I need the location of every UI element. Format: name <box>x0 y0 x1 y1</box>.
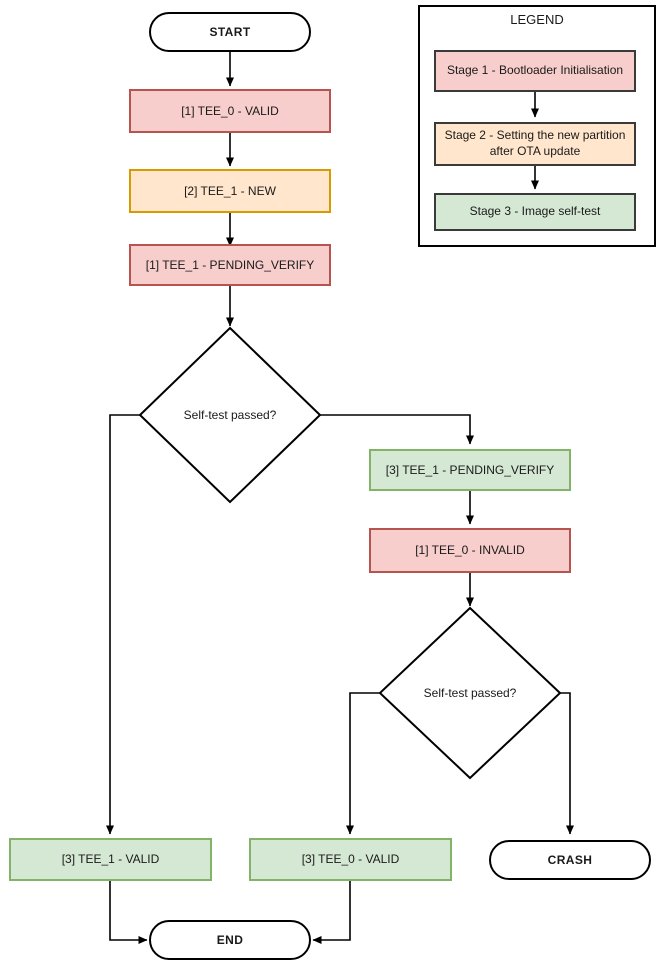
node-tee1-pending-verify-stage3[interactable]: [3] TEE_1 - PENDING_VERIFY <box>369 449 571 491</box>
node-tee0-invalid-label: [1] TEE_0 - INVALID <box>415 543 525 557</box>
node-tee0-invalid[interactable]: [1] TEE_0 - INVALID <box>369 528 571 573</box>
node-tee1-new-label: [2] TEE_1 - NEW <box>184 183 276 198</box>
legend-item-stage-3: Stage 3 - Image self-test <box>434 193 636 231</box>
node-start[interactable]: START <box>149 12 311 52</box>
node-start-label: START <box>209 24 251 39</box>
node-crash[interactable]: CRASH <box>489 840 651 880</box>
decision-2-label: Self-test passed? <box>395 679 545 707</box>
edge-decision1-left-to-tee1valid <box>106 414 140 835</box>
legend-item-stage-2: Stage 2 - Setting the new partition afte… <box>434 122 636 166</box>
node-crash-label: CRASH <box>547 852 593 867</box>
decision-1-label: Self-test passed? <box>155 401 305 429</box>
legend-item-stage-1: Stage 1 - Bootloader Initialisation <box>434 50 636 92</box>
node-tee0-valid-stage3-label: [3] TEE_0 - VALID <box>301 852 400 866</box>
node-tee0-valid-label: [1] TEE_0 - VALID <box>181 103 279 118</box>
decision-1-text: Self-test passed? <box>183 407 277 422</box>
legend-item-stage-1-label: Stage 1 - Bootloader Initialisation <box>446 63 624 78</box>
node-tee1-valid-stage3[interactable]: [3] TEE_1 - VALID <box>9 838 212 881</box>
node-tee1-pending-verify-stage1[interactable]: [1] TEE_1 - PENDING_VERIFY <box>129 244 331 286</box>
node-tee0-valid[interactable]: [1] TEE_0 - VALID <box>129 89 331 133</box>
legend-item-stage-2-label: Stage 2 - Setting the new partition afte… <box>444 128 626 158</box>
node-end-label: END <box>216 932 244 947</box>
node-tee1-pending-verify-stage1-label: [1] TEE_1 - PENDING_VERIFY <box>145 257 315 272</box>
decision-2-text: Self-test passed? <box>423 685 517 700</box>
node-tee1-valid-stage3-label: [3] TEE_1 - VALID <box>61 852 160 866</box>
edge-decision2-left-to-tee0valid3 <box>346 692 380 835</box>
edge-tee1valid-to-end <box>109 881 148 944</box>
node-tee0-valid-stage3[interactable]: [3] TEE_0 - VALID <box>249 838 452 881</box>
legend-title: LEGEND <box>510 12 564 27</box>
edge-tee0valid3-to-end <box>312 881 351 944</box>
node-end[interactable]: END <box>149 920 311 960</box>
node-tee1-new[interactable]: [2] TEE_1 - NEW <box>129 169 331 213</box>
node-tee1-pending-verify-stage3-label: [3] TEE_1 - PENDING_VERIFY <box>385 462 555 477</box>
legend-item-stage-3-label: Stage 3 - Image self-test <box>469 204 601 219</box>
edge-decision1-right-to-pending3 <box>320 414 474 445</box>
edge-decision2-right-to-crash <box>560 692 574 835</box>
